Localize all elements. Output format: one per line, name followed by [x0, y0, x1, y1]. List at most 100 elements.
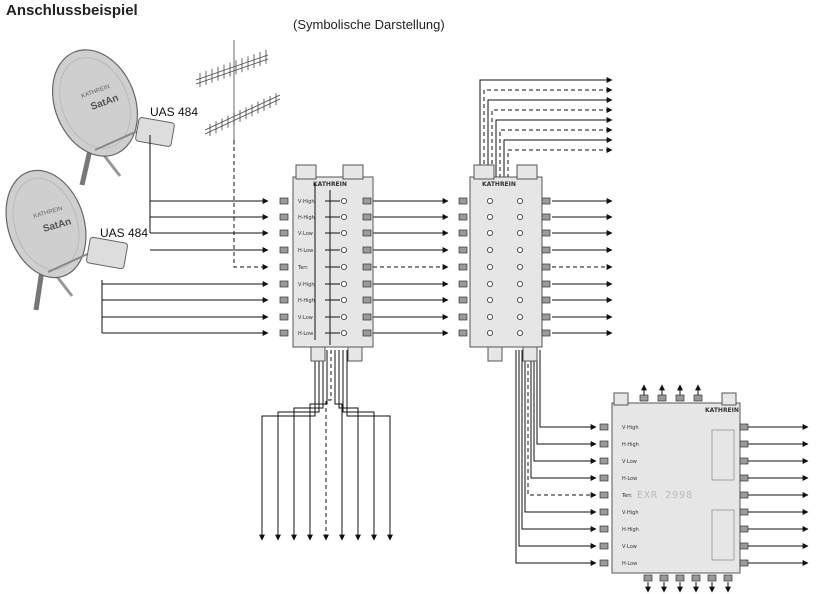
output-socket [486, 197, 493, 204]
output-socket [340, 296, 347, 303]
input-connector [599, 542, 609, 550]
input-connector [458, 296, 468, 304]
coax-cable [323, 350, 332, 541]
output-connector [541, 229, 551, 237]
input-connector [458, 229, 468, 237]
output-connector [362, 246, 372, 254]
output-connector [541, 263, 551, 271]
bottom-output-connector [707, 574, 717, 582]
port-label: Terr. [621, 493, 633, 499]
output-socket [517, 213, 524, 220]
output-socket [517, 296, 524, 303]
top-output-connector [639, 394, 649, 402]
output-socket [486, 246, 493, 253]
output-connector [739, 423, 749, 431]
coax-cable [527, 350, 597, 498]
output-socket [486, 296, 493, 303]
satellite-dish-bottom: SatAn KATHREIN [5, 169, 128, 311]
output-socket [486, 280, 493, 287]
output-connector [541, 296, 551, 304]
output-socket [517, 263, 524, 270]
output-connector [362, 213, 372, 221]
output-connector [362, 229, 372, 237]
output-socket [340, 229, 347, 236]
output-connector [739, 559, 749, 567]
input-connector [279, 296, 289, 304]
input-connector [279, 329, 289, 337]
output-connector [541, 197, 551, 205]
output-connector [739, 508, 749, 516]
coax-cable [499, 127, 613, 185]
page-title: Anschlussbeispiel [6, 2, 138, 19]
coax-cable [524, 350, 597, 515]
output-socket [486, 229, 493, 236]
output-connector [739, 542, 749, 550]
switch-tab [310, 346, 326, 362]
port-label: H·Low [298, 248, 313, 254]
output-connector [739, 440, 749, 448]
output-socket [486, 263, 493, 270]
port-label: H·High [298, 298, 315, 304]
switch-tab [342, 164, 364, 180]
coax-cable [530, 350, 597, 481]
output-connector [541, 280, 551, 288]
switch-housing [292, 176, 374, 348]
output-socket [486, 313, 493, 320]
output-socket [517, 280, 524, 287]
coax-cable [521, 350, 597, 532]
input-connector [599, 508, 609, 516]
switch-brand-label: KATHREIN [313, 181, 347, 188]
port-label: V·High [298, 199, 315, 205]
input-connector [458, 280, 468, 288]
switch-tab [522, 346, 538, 362]
output-connector [362, 329, 372, 337]
coax-cable [533, 350, 597, 464]
switch-tab [347, 346, 363, 362]
coax-cable [259, 350, 316, 541]
page-subtitle: (Symbolische Darstellung) [293, 17, 445, 32]
terrestrial-antenna [195, 40, 281, 145]
input-connector [279, 197, 289, 205]
port-label: V·High [298, 282, 315, 288]
port-label: V·Low [298, 231, 313, 237]
port-label: V·Low [622, 544, 637, 550]
port-label: H·High [622, 442, 639, 448]
output-connector [541, 246, 551, 254]
output-socket [486, 329, 493, 336]
switch-tab [516, 164, 538, 180]
output-connector [739, 457, 749, 465]
output-socket [340, 329, 347, 336]
port-label: H·Low [622, 561, 637, 567]
input-connector [458, 263, 468, 271]
output-connector [362, 263, 372, 271]
output-connector [362, 296, 372, 304]
switch-housing [469, 176, 543, 348]
switch-tab [295, 164, 317, 180]
model-label: EXR 2998 [637, 490, 693, 501]
port-label: H·Low [298, 331, 313, 337]
coax-cable [491, 107, 613, 185]
input-connector [279, 229, 289, 237]
input-connector [599, 423, 609, 431]
coax-cable [518, 350, 597, 549]
switch-housing [611, 402, 741, 574]
output-socket [340, 197, 347, 204]
input-connector [279, 280, 289, 288]
input-connector [458, 197, 468, 205]
output-connector [739, 474, 749, 482]
lnb-label-bottom: UAS 484 [100, 226, 149, 240]
output-connector [362, 197, 372, 205]
output-connector [541, 213, 551, 221]
top-output-connector [693, 394, 703, 402]
multiswitch-2: KATHREIN [458, 164, 551, 362]
coax-cable [539, 350, 597, 430]
top-output-connector [675, 394, 685, 402]
input-connector [599, 525, 609, 533]
output-connector [362, 313, 372, 321]
bottom-output-connector [691, 574, 701, 582]
input-connector [279, 263, 289, 271]
input-connector [279, 213, 289, 221]
top-output-connector [657, 394, 667, 402]
